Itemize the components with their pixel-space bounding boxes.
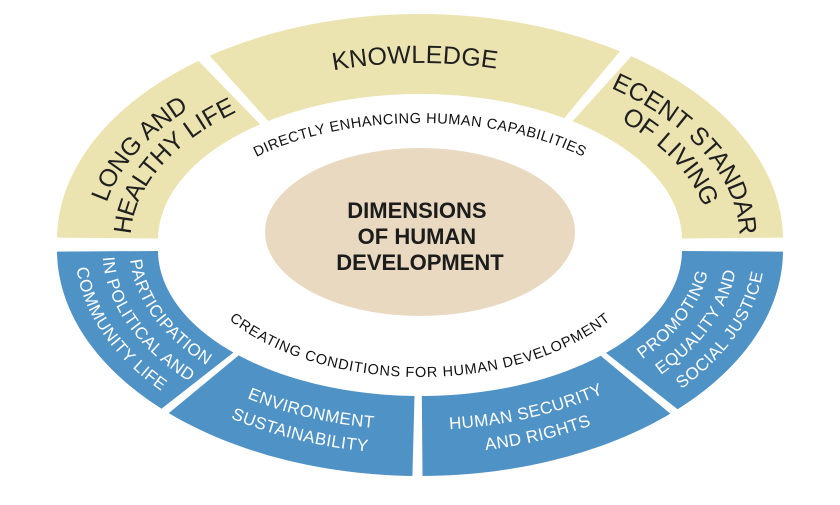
segment-knowledge-shape (209, 14, 620, 121)
segment-equality-shape (605, 251, 783, 410)
segment-environment-shape (168, 355, 415, 476)
segment-decent-standard-shape (572, 56, 783, 239)
segment-knowledge: KNOWLEDGE (209, 14, 620, 121)
segment-long-healthy-life-shape (57, 60, 261, 239)
center-line-3: DEVELOPMENT (336, 250, 504, 275)
bottom-caption: CREATING CONDITIONS FOR HUMAN DEVELOPMEN… (227, 310, 614, 381)
segment-human-security-shape (421, 355, 671, 476)
center-ellipse (265, 148, 575, 316)
segment-participation-shape (57, 251, 234, 409)
center-title: DIMENSIONS OF HUMAN DEVELOPMENT (336, 198, 504, 275)
center-line-2: OF HUMAN (358, 224, 477, 249)
center-line-1: DIMENSIONS (347, 198, 486, 223)
